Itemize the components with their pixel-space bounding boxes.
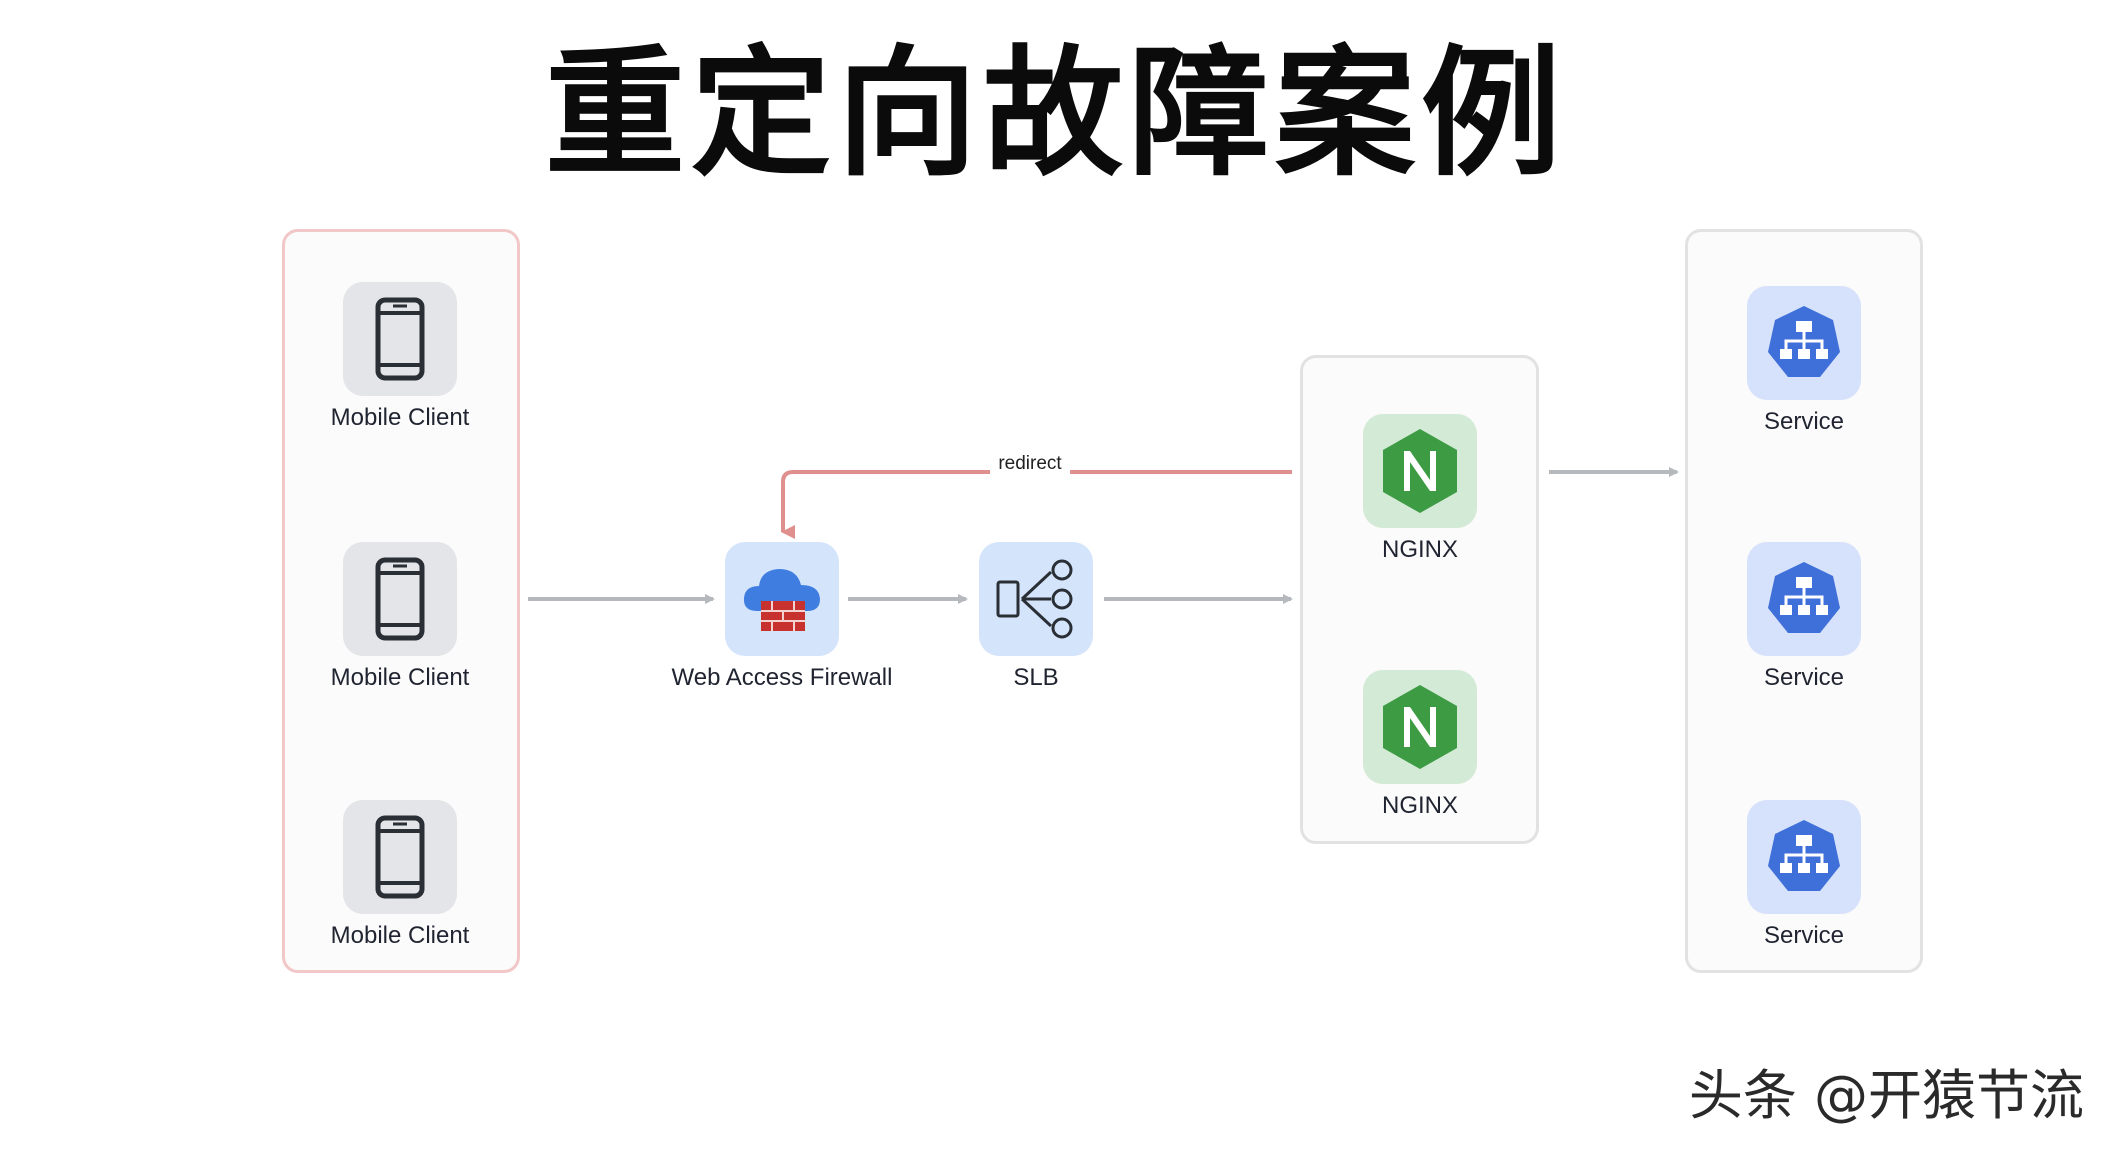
redirect-label: redirect (990, 453, 1070, 475)
node-label: NGINX (1381, 536, 1458, 563)
redirect-arrow (781, 470, 1292, 539)
node-label: SLB (1013, 664, 1059, 691)
service-node-1[interactable]: Service (1684, 286, 1924, 436)
web-access-firewall[interactable]: Web Access Firewall (662, 542, 902, 692)
node-label: Service (1763, 408, 1845, 435)
cloud-firewall-icon (725, 542, 839, 656)
node-label: Mobile Client (330, 404, 470, 431)
service-node-2[interactable]: Service (1684, 542, 1924, 692)
smartphone-icon (343, 800, 457, 914)
service-node-3[interactable]: Service (1684, 800, 1924, 950)
nginx-node-1[interactable]: NGINX (1300, 414, 1540, 564)
kubernetes-service-icon (1747, 542, 1861, 656)
mobile-client-1[interactable]: Mobile Client (280, 282, 520, 432)
nginx-node-2[interactable]: NGINX (1300, 670, 1540, 820)
node-label: NGINX (1381, 792, 1458, 819)
node-label: Web Access Firewall (671, 664, 893, 691)
page-title: 重定向故障案例 (544, 33, 1567, 196)
kubernetes-service-icon (1747, 286, 1861, 400)
mobile-client-2[interactable]: Mobile Client (280, 542, 520, 692)
node-label: Mobile Client (330, 922, 470, 949)
slb[interactable]: SLB (916, 542, 1156, 692)
watermark: 头条 @开猿节流 (1688, 1064, 2084, 1127)
nginx-icon (1363, 414, 1477, 528)
nginx-icon (1363, 670, 1477, 784)
smartphone-icon (343, 542, 457, 656)
mobile-client-3[interactable]: Mobile Client (280, 800, 520, 950)
node-label: Service (1763, 664, 1845, 691)
kubernetes-service-icon (1747, 800, 1861, 914)
load-balancer-icon (979, 542, 1093, 656)
node-label: Mobile Client (330, 664, 470, 691)
smartphone-icon (343, 282, 457, 396)
node-label: Service (1763, 922, 1845, 949)
